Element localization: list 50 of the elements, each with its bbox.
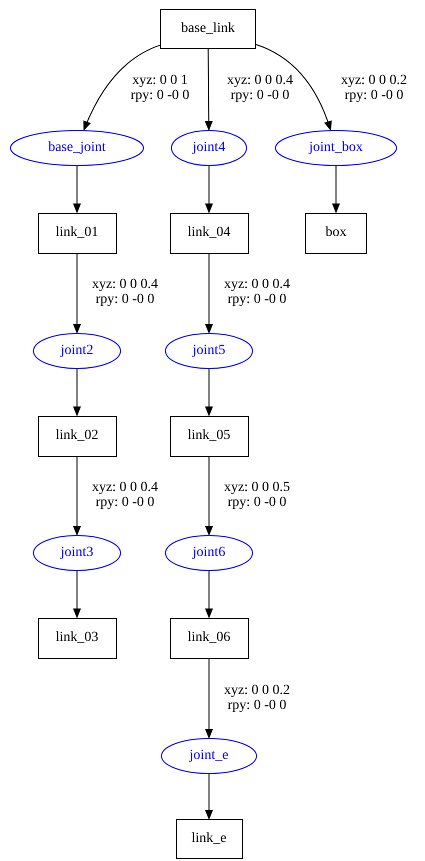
arrow <box>332 166 340 214</box>
node-label: link_03 <box>56 630 98 646</box>
node-label: joint3 <box>60 545 94 561</box>
arrow <box>205 456 213 536</box>
link-box <box>170 212 248 254</box>
node-label: base_link <box>181 21 235 37</box>
node-label: link_02 <box>56 428 98 444</box>
arrow <box>205 658 213 739</box>
joint-ellipse <box>165 333 253 369</box>
link-box <box>38 416 116 456</box>
node-label: box <box>326 225 346 241</box>
joint-ellipse <box>171 130 247 166</box>
node-label: joint2 <box>60 343 94 359</box>
arrow <box>83 44 160 132</box>
node-label: joint4 <box>192 140 226 156</box>
node-label: link_04 <box>188 225 230 241</box>
node-label: link_05 <box>188 428 230 444</box>
arrow <box>73 368 81 416</box>
arrow <box>205 368 213 416</box>
link-box <box>170 416 248 456</box>
node-label: joint6 <box>192 545 226 561</box>
node-label: joint5 <box>192 343 226 359</box>
arrow <box>73 570 81 618</box>
joint-ellipse <box>275 130 397 166</box>
arrow <box>256 44 332 132</box>
arrow <box>73 166 81 214</box>
link-box <box>305 212 367 254</box>
node-label: joint_e <box>190 748 228 764</box>
node-label: link_01 <box>56 225 98 241</box>
joint-ellipse <box>33 333 121 369</box>
arrow <box>205 253 213 334</box>
joint-ellipse <box>10 130 144 166</box>
arrow <box>204 48 213 131</box>
arrow <box>205 774 213 820</box>
joint-ellipse <box>33 535 121 571</box>
link-box <box>170 618 248 658</box>
joint-ellipse <box>165 535 253 571</box>
node-label: base_joint <box>48 140 106 156</box>
node-label: joint_box <box>309 140 363 156</box>
arrow <box>205 570 213 618</box>
arrow <box>73 253 81 334</box>
link-box <box>176 819 242 859</box>
joint-ellipse <box>161 738 257 774</box>
arrow <box>73 456 81 536</box>
link-box <box>38 618 116 658</box>
link-box <box>38 212 116 254</box>
node-label: link_e <box>192 831 226 847</box>
link-box <box>160 9 256 49</box>
arrow <box>205 166 213 214</box>
node-label: link_06 <box>188 630 230 646</box>
